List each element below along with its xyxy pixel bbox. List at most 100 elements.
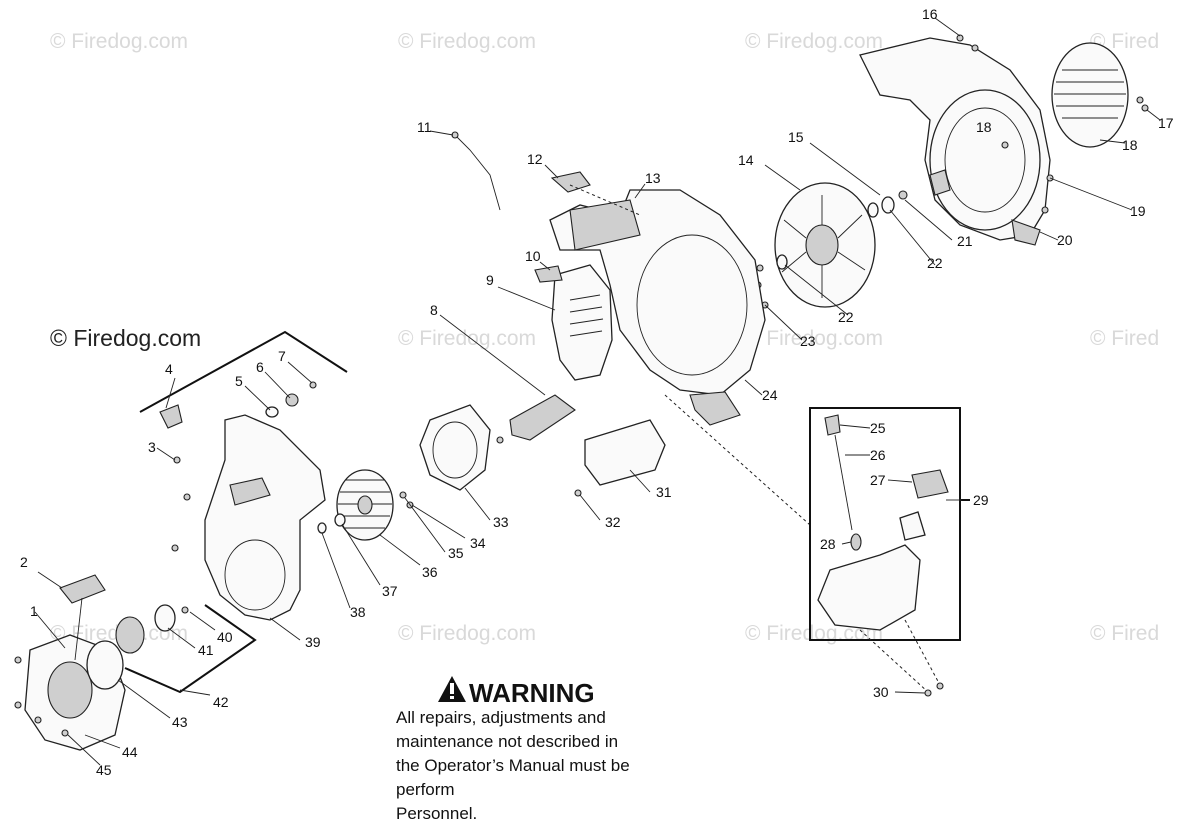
watermark: © Firedog.com	[398, 622, 536, 645]
fuel-cap	[911, 469, 949, 499]
housing-cover	[929, 89, 1041, 231]
flywheel	[336, 469, 394, 541]
callout-14: 14	[738, 152, 754, 168]
callout-17: 17	[1158, 115, 1174, 131]
starter-pulley	[115, 616, 145, 654]
screw	[1136, 96, 1144, 104]
handle-grip	[229, 477, 271, 506]
screw	[574, 489, 582, 497]
callout-12: 12	[527, 151, 543, 167]
warning-line: the Operator’s Manual must be	[396, 756, 630, 775]
warning-title: WARNING	[469, 678, 595, 708]
callout-9: 9	[486, 272, 494, 288]
watermark: © Fired	[1090, 327, 1159, 350]
flywheel-fins	[338, 479, 392, 529]
screw	[924, 689, 932, 697]
callout-8: 8	[430, 302, 438, 318]
warning-line: maintenance not described in	[396, 732, 618, 751]
callout-16: 16	[922, 6, 938, 22]
throttle-wire	[454, 134, 501, 211]
nut	[898, 190, 908, 200]
warning-line: All repairs, adjustments and	[396, 708, 606, 727]
warning-line: Personnel.	[396, 804, 477, 823]
handle-housing-group	[159, 381, 326, 621]
washer	[867, 202, 879, 218]
callout-6: 6	[256, 359, 264, 375]
callout-22: 22	[927, 255, 943, 271]
switch-knob	[550, 171, 591, 193]
warning-block: WARNING All repairs, adjustments and mai…	[396, 676, 630, 823]
starter-rope	[74, 597, 83, 661]
lever	[534, 265, 563, 283]
handle-housing	[204, 414, 326, 621]
fan-housing-group	[451, 131, 811, 526]
cover-louvres	[569, 294, 604, 337]
callout-27: 27	[870, 472, 886, 488]
screw	[14, 656, 22, 664]
screw	[1001, 141, 1009, 149]
callout-4: 4	[165, 361, 173, 377]
callout-3: 3	[148, 439, 156, 455]
callout-24: 24	[762, 387, 778, 403]
intake-grille	[1051, 42, 1129, 148]
watermark: © Firedog.com	[745, 30, 883, 53]
screw	[1041, 206, 1049, 214]
screw	[173, 456, 181, 464]
callout-45: 45	[96, 762, 112, 778]
leader-dashed	[664, 394, 811, 526]
muffler-cover	[584, 419, 666, 486]
callout-32: 32	[605, 514, 621, 530]
screw	[181, 606, 189, 614]
washer	[881, 196, 895, 214]
kit-bracket-4	[139, 330, 348, 413]
housing-foot	[1011, 219, 1041, 246]
callout-42: 42	[213, 694, 229, 710]
screw	[971, 44, 979, 52]
callout-7: 7	[278, 348, 286, 364]
callout-43: 43	[172, 714, 188, 730]
callout-29: 29	[973, 492, 989, 508]
blower-housing-group	[859, 34, 1149, 246]
callout-37: 37	[382, 583, 398, 599]
watermark: © Firedog.com	[398, 30, 536, 53]
warning-triangle-icon	[438, 676, 466, 702]
impeller-hub	[805, 224, 839, 266]
callout-19: 19	[1130, 203, 1146, 219]
leader-dashed	[904, 619, 941, 686]
callout-44: 44	[122, 744, 138, 760]
warning-line: perform	[396, 780, 455, 799]
screw	[183, 493, 191, 501]
flywheel-washer	[334, 513, 346, 527]
screw	[171, 544, 179, 552]
callout-18: 18	[976, 119, 992, 135]
callout-13: 13	[645, 170, 661, 186]
fuel-tank-group	[809, 407, 961, 697]
callout-35: 35	[448, 545, 464, 561]
kit-bracket-42	[124, 604, 257, 694]
fuel-filter	[850, 533, 862, 551]
callout-36: 36	[422, 564, 438, 580]
callout-38: 38	[350, 604, 366, 620]
screw	[61, 729, 69, 737]
fan-housing-ring	[636, 234, 748, 376]
screw	[399, 491, 407, 499]
impeller-blades	[781, 195, 866, 298]
screw	[14, 701, 22, 709]
callout-1: 1	[30, 603, 38, 619]
callout-15: 15	[788, 129, 804, 145]
callout-5: 5	[235, 373, 243, 389]
starter-spring	[86, 640, 124, 690]
screw	[756, 264, 764, 272]
grille-bars	[1054, 69, 1126, 119]
screw	[309, 381, 317, 389]
callout-40: 40	[217, 629, 233, 645]
middle-parts-group	[317, 394, 666, 541]
callout-23: 23	[800, 333, 816, 349]
housing-inner-ring	[944, 107, 1026, 213]
callout-31: 31	[656, 484, 672, 500]
impeller-group	[754, 182, 908, 309]
callout-2: 2	[20, 554, 28, 570]
screw	[1141, 104, 1149, 112]
clip	[159, 404, 183, 429]
